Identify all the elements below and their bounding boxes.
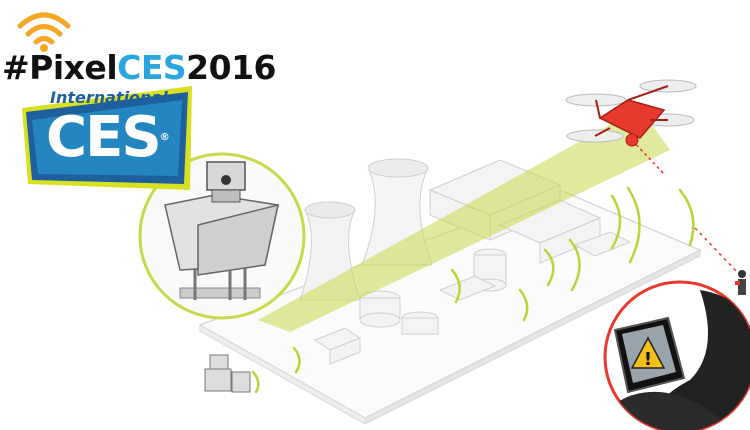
logo-word: CES® (46, 105, 170, 170)
camera-inset (138, 152, 306, 320)
phone-alert-inset: ! (603, 280, 750, 430)
warning-icon: ! (630, 336, 666, 370)
signal-waves (251, 186, 695, 394)
drone-icon (565, 79, 741, 276)
detection-beam (258, 108, 670, 332)
ces-logo (22, 86, 192, 190)
event-hashtag: #PixelCES2016 (2, 48, 277, 87)
logo-subtitle: International (50, 88, 168, 107)
ground-sensor (204, 354, 251, 393)
hashtag-prefix: #Pixel (2, 48, 118, 87)
operator-figure (735, 270, 746, 295)
logo-word-text: CES (46, 105, 162, 170)
wifi-icon (17, 12, 71, 52)
hashtag-suffix: 2016 (186, 48, 277, 87)
svg-text:!: ! (644, 349, 652, 370)
hashtag-highlight: CES (117, 48, 187, 87)
logo-registered-mark: ® (159, 132, 170, 143)
